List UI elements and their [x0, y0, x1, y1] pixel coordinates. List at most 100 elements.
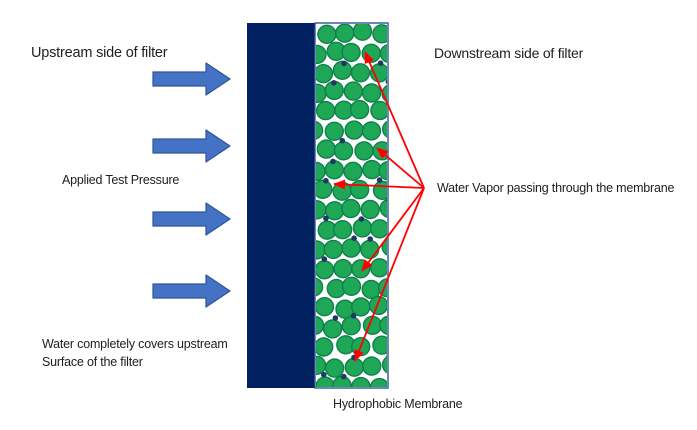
membrane-pores-group [316, 24, 387, 387]
membrane-pore [381, 84, 387, 103]
pressure-arrow [152, 129, 231, 163]
membrane-pore [349, 99, 370, 120]
water-vapor-dot [351, 235, 357, 241]
membrane-pore [316, 277, 324, 297]
vapor-pointer-arrow [364, 51, 425, 189]
membrane-pore [351, 259, 371, 279]
membrane-pore [316, 376, 335, 387]
membrane-pore [370, 100, 387, 121]
water-covers-label: Water completely covers upstream Surface… [42, 335, 228, 371]
membrane-pore [344, 120, 364, 140]
membrane-pore [316, 120, 324, 140]
membrane-pore [360, 199, 380, 220]
membrane-pore [382, 120, 387, 138]
membrane-pore [361, 121, 382, 141]
membrane-pore [379, 198, 387, 218]
membrane-pore [354, 141, 374, 161]
membrane-pore [341, 42, 361, 63]
water-covers-label-line2: Surface of the filter [42, 355, 143, 369]
water-vapor-dot [377, 60, 384, 66]
water-vapor-dot [386, 353, 387, 358]
water-vapor-dot [376, 177, 383, 183]
membrane-pore [369, 377, 387, 387]
membrane-pore [316, 139, 336, 159]
downstream-side-label: Downstream side of filter [434, 45, 584, 61]
water-vapor-dot [321, 256, 328, 262]
membrane-pore [341, 238, 361, 258]
membrane-pore [316, 100, 336, 121]
membrane-pore [316, 337, 334, 357]
membrane-pore [324, 358, 345, 378]
membrane-pore [361, 279, 381, 300]
membrane-pore [316, 44, 327, 65]
applied-test-pressure-label: Applied Test Pressure [62, 173, 180, 187]
upstream-side-label: Upstream side of filter [31, 45, 168, 61]
water-vapor-dot [350, 313, 357, 319]
water-vapor-dot [385, 79, 387, 85]
hydrophobic-membrane-caption: Hydrophobic Membrane [333, 397, 463, 411]
vapor-pointer-arrow [354, 187, 425, 362]
membrane-pore [343, 161, 363, 182]
water-vapor-dot [330, 158, 336, 165]
membrane-pore [372, 180, 387, 200]
water-vapor-dot [386, 198, 387, 203]
membrane-pore [316, 297, 335, 317]
upstream-water-layer [247, 23, 315, 388]
water-vapor-dot [397, 60, 403, 66]
membrane-pore [352, 24, 373, 41]
membrane-pore [316, 179, 333, 199]
membrane-pore [341, 276, 362, 296]
vapor-dots-group [321, 60, 403, 380]
membrane-pore [372, 24, 387, 44]
membrane-pore [379, 315, 387, 335]
membrane-pore [316, 260, 335, 280]
membrane-pore [349, 179, 370, 200]
vapor-pointer-arrow [361, 187, 425, 272]
membrane-pore [332, 219, 353, 240]
pressure-arrow [152, 62, 231, 96]
water-vapor-dot [323, 215, 329, 222]
membrane-pore [341, 316, 361, 336]
membrane-pore [324, 121, 344, 142]
membrane-pore [362, 356, 382, 376]
water-vapor-dot [331, 80, 337, 86]
membrane-pore [369, 258, 387, 278]
water-vapor-dot [358, 216, 365, 222]
membrane-pore [322, 319, 343, 339]
membrane-pore [379, 44, 387, 63]
water-vapor-dot [396, 138, 402, 144]
membrane-pore [381, 356, 387, 374]
water-vapor-dot [321, 371, 327, 378]
membrane-pore [344, 357, 364, 377]
vapor-pointer-arrow [376, 147, 425, 189]
membrane-pore [332, 375, 352, 387]
membrane-pore [333, 141, 354, 161]
water-vapor-dot [341, 373, 347, 380]
pressure-arrow [152, 202, 231, 236]
membrane-pore [333, 259, 353, 279]
membrane-pore [368, 295, 387, 316]
membrane-pore [351, 376, 371, 387]
pressure-arrow [152, 274, 231, 308]
membrane-pore [350, 63, 371, 83]
membrane-pore [378, 161, 387, 181]
membrane-pore [370, 219, 387, 239]
water-vapor-dot [341, 60, 347, 67]
water-vapor-dot [332, 315, 339, 321]
water-vapor-dot [395, 372, 401, 378]
water-covers-label-line1: Water completely covers upstream [42, 337, 228, 351]
water-vapor-label: Water Vapor passing through the membrane [437, 181, 675, 195]
vapor-pointer-arrow [333, 179, 425, 190]
membrane-pore [335, 24, 355, 43]
water-vapor-dot [323, 177, 329, 184]
membrane-pore [341, 198, 361, 219]
water-vapor-dot [339, 137, 346, 144]
membrane-pore [343, 81, 363, 101]
membrane-pore [316, 64, 334, 84]
membrane-pore [360, 239, 380, 260]
membrane-pore [317, 24, 337, 44]
membrane-pore [361, 83, 382, 103]
membrane-pore [362, 159, 382, 180]
